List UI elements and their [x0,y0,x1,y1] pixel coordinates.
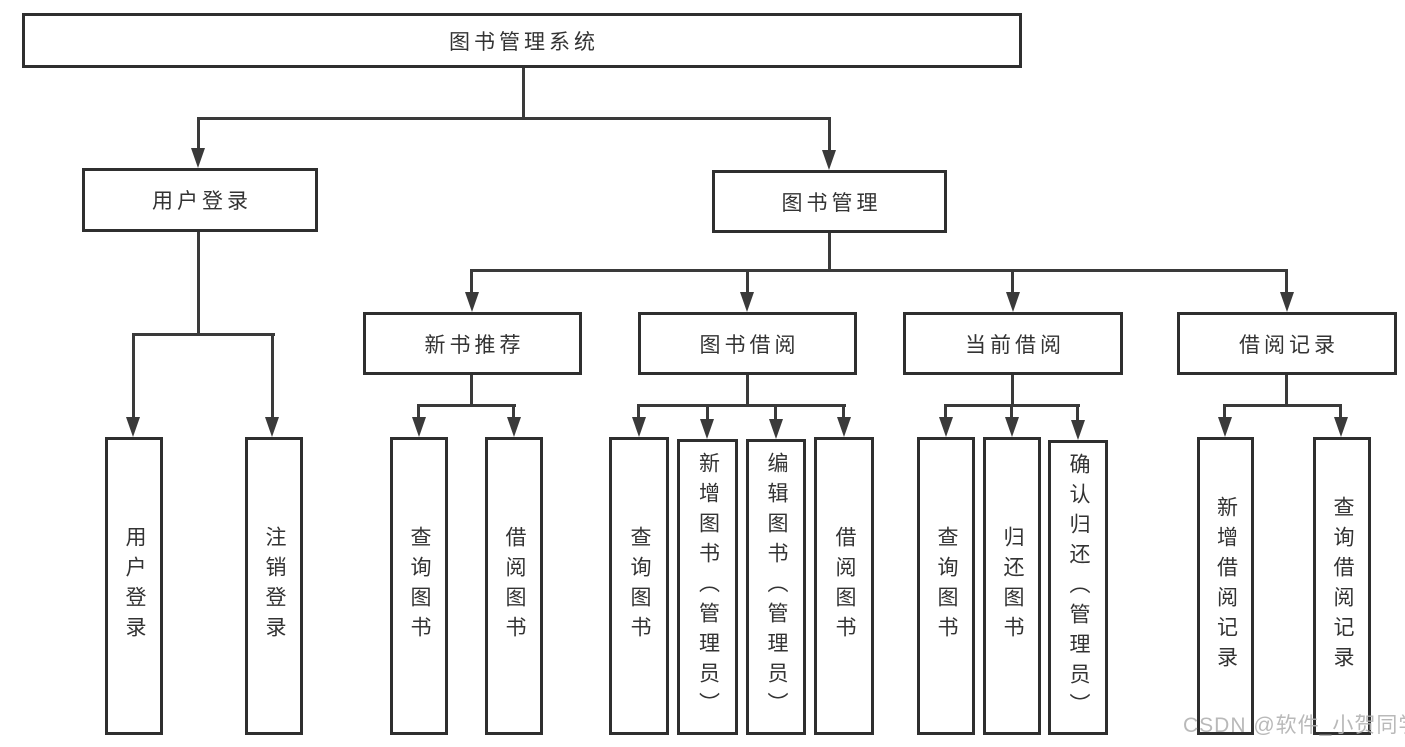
leaf-query-books-current: 查询图书 [917,437,975,735]
node-current-borrow: 当前借阅 [903,312,1123,375]
connector-root-drop [522,68,525,120]
connector-bookmgmt-drop [828,233,831,272]
connector-newrec-hline [417,404,516,407]
connector-stub [271,333,274,421]
leaf-query-books-recommend: 查询图书 [390,437,448,735]
connector-stub [1010,404,1013,422]
arrow-down-icon [1006,292,1020,312]
leaf-borrow-books-recommend-label: 借阅图书 [503,526,526,646]
leaf-confirm-return-admin-label: 确认归还（管理员） [1067,452,1090,723]
arrow-down-icon [769,419,783,439]
leaf-edit-book-admin: 编辑图书（管理员） [746,439,806,735]
arrow-down-icon [1218,417,1232,437]
node-new-book-recommend-label: 新书推荐 [424,333,525,357]
arrow-down-icon [191,148,205,168]
arrow-down-icon [837,417,851,437]
node-user-login-label: 用户登录 [152,190,252,213]
connector-stub [1285,269,1288,297]
leaf-query-books-recommend-label: 查询图书 [408,526,431,646]
connector-record-drop [1285,375,1288,407]
leaf-return-book: 归还图书 [983,437,1041,735]
connector-stub [417,404,420,422]
leaf-confirm-return-admin: 确认归还（管理员） [1048,440,1108,735]
leaf-user-login-label: 用户登录 [123,526,146,646]
node-user-login: 用户登录 [82,168,318,232]
leaf-borrow-books-borrow: 借阅图书 [814,437,874,735]
connector-newrec-drop [470,375,473,407]
arrow-down-icon [632,417,646,437]
arrow-down-icon [822,150,836,170]
leaf-query-books-borrow-label: 查询图书 [628,526,651,646]
arrow-down-icon [1005,417,1019,437]
arrow-down-icon [265,417,279,437]
connector-stub [132,333,135,421]
connector-bookborrow-drop [746,375,749,407]
connector-stub [1076,404,1079,425]
node-root-label: 图书管理系统 [449,30,599,54]
arrow-down-icon [1071,420,1085,440]
connector-stub [1339,404,1342,422]
connector-stub [774,404,777,424]
leaf-add-borrow-record: 新增借阅记录 [1197,437,1254,735]
node-new-book-recommend: 新书推荐 [363,312,582,375]
connector-stub [1223,404,1226,422]
connector-userlogin-hline [132,333,275,336]
connector-userlogin-drop [197,232,200,336]
connector-record-hline [1223,404,1342,407]
connector-currentborrow-drop [1011,375,1014,407]
leaf-edit-book-admin-label: 编辑图书（管理员） [765,452,788,722]
arrow-down-icon [700,419,714,439]
leaf-borrow-books-recommend: 借阅图书 [485,437,543,735]
arrow-down-icon [412,417,426,437]
arrow-down-icon [939,417,953,437]
connector-stub [637,404,640,422]
node-current-borrow-label: 当前借阅 [965,333,1065,357]
connector-stub [842,404,845,422]
leaf-query-books-current-label: 查询图书 [935,526,958,646]
node-book-borrow-label: 图书借阅 [699,333,800,357]
node-book-management-label: 图书管理 [781,191,882,215]
arrow-down-icon [507,417,521,437]
leaf-query-borrow-record: 查询借阅记录 [1313,437,1371,735]
leaf-add-book-admin: 新增图书（管理员） [677,439,738,735]
node-book-borrow: 图书借阅 [638,312,857,375]
leaf-logout: 注销登录 [245,437,303,735]
arrow-down-icon [740,292,754,312]
arrow-down-icon [126,417,140,437]
connector-stub [1011,269,1014,297]
leaf-borrow-books-borrow-label: 借阅图书 [833,526,856,646]
leaf-logout-label: 注销登录 [263,526,286,646]
leaf-query-borrow-record-label: 查询借阅记录 [1331,496,1354,676]
watermark: CSDN @软件_小贺同学 [1183,714,1405,737]
arrow-down-icon [1280,292,1294,312]
node-borrow-records: 借阅记录 [1177,312,1397,375]
connector-stub [746,269,749,297]
arrow-down-icon [1334,417,1348,437]
leaf-add-borrow-record-label: 新增借阅记录 [1214,496,1238,676]
connector-stub [197,117,200,151]
leaf-query-books-borrow: 查询图书 [609,437,669,735]
node-borrow-records-label: 借阅记录 [1239,333,1339,357]
connector-bookborrow-hline [637,404,846,407]
leaf-add-book-admin-label: 新增图书（管理员） [696,452,720,722]
connector-stub [470,269,473,297]
connector-stub [828,117,831,153]
connector-level3-hline [470,269,1288,272]
connector-stub [706,404,709,424]
connector-stub [512,404,515,422]
leaf-return-book-label: 归还图书 [1001,526,1024,646]
arrow-down-icon [465,292,479,312]
leaf-user-login: 用户登录 [105,437,163,735]
node-root: 图书管理系统 [22,13,1022,68]
connector-stub [944,404,947,422]
node-book-management: 图书管理 [712,170,947,233]
connector-level2-hline [197,117,831,120]
